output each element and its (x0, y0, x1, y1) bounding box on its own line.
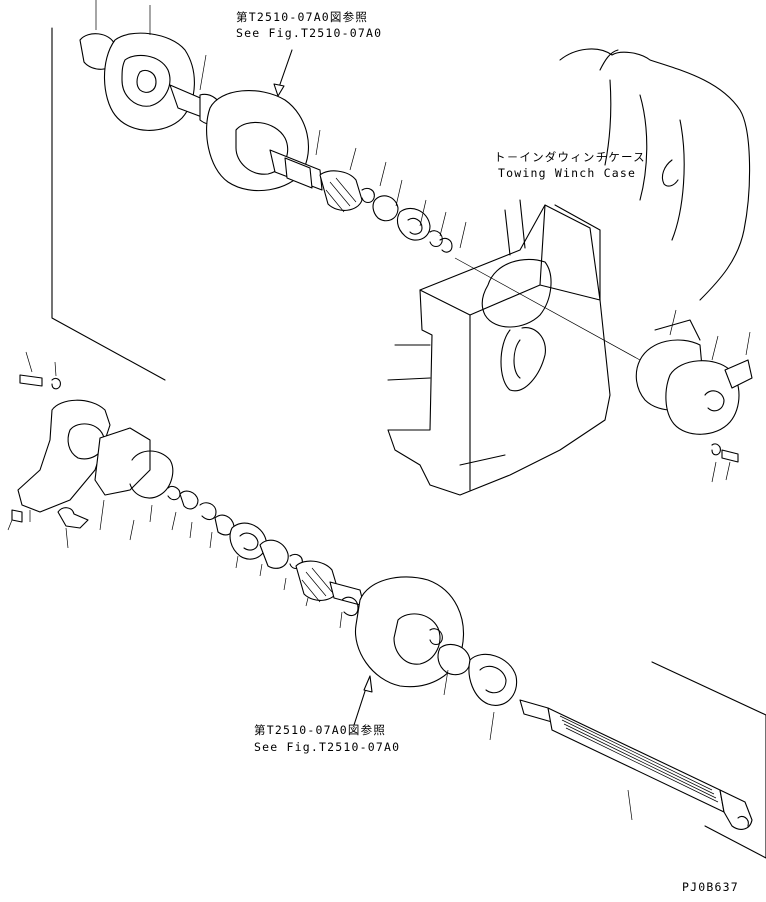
frame-lines (51, 27, 766, 859)
towing-winch-case (387, 48, 751, 496)
axis-line (454, 257, 641, 361)
lower-shaft-assembly (353, 576, 753, 830)
upper-gear-assembly (79, 0, 467, 253)
lower-reference-label-en: See Fig.T2510-07A0 (254, 740, 401, 754)
case-label-en: Towing Winch Case (498, 166, 637, 180)
lower-reference-label-jp: 第T2510-07A0図参照 (254, 723, 387, 737)
figure-code: PJ0B637 (682, 880, 739, 894)
lower-bracket-assembly (7, 351, 365, 629)
upper-reference-label-en: See Fig.T2510-07A0 (236, 26, 383, 40)
right-cover-assembly (635, 309, 753, 483)
upper-reference-label-jp: 第T2510-07A0図参照 (236, 10, 369, 24)
case-label-jp: ト－インダウィンチケース (494, 150, 646, 164)
